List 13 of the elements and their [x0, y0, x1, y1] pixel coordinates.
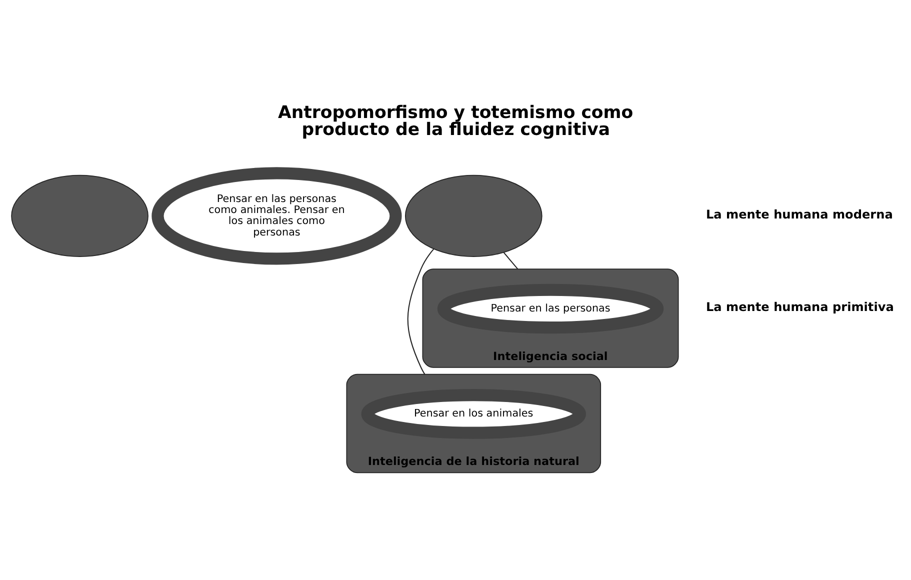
cluster [346, 373, 602, 473]
node-ellipse: Pensar en las personas [437, 283, 664, 334]
label: La mente humana moderna [706, 206, 893, 221]
diagram-title: Antropomorfismo y totemismo como producto de la fluidez cognitiva [278, 102, 634, 140]
node-ellipse [11, 174, 148, 256]
label: La mente humana primitiva [706, 300, 894, 314]
node-label: Inteligencia social [493, 349, 608, 362]
node-ellipse [404, 174, 542, 256]
cluster [422, 268, 679, 368]
node-label: Inteligencia de la historia natural [368, 454, 580, 468]
node-ellipse: Pensar en las personas como animales. Pensar en los animales como personas [152, 166, 402, 264]
connector [503, 252, 518, 269]
node-ellipse: Pensar en los animales [361, 388, 586, 438]
